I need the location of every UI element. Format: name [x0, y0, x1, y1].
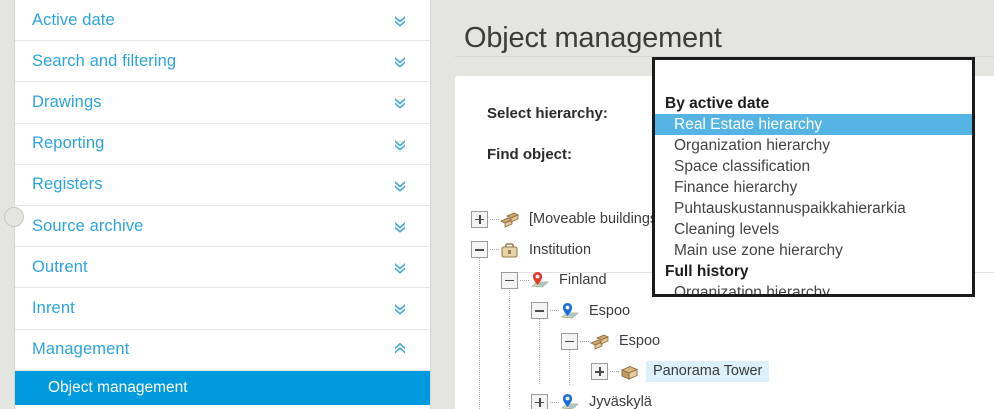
page-title: Object management — [464, 22, 722, 55]
sidebar-navigation: Active date Search and filtering Drawing… — [4, 0, 431, 409]
map-pin-blue-icon — [559, 301, 581, 321]
chevron-double-down-icon[interactable] — [392, 136, 408, 152]
tree-item-label: Institution — [529, 241, 592, 258]
tree-guide-line — [569, 342, 570, 385]
tree-item-label: Espoo — [619, 333, 661, 350]
tree-collapse-icon[interactable] — [531, 302, 548, 320]
find-object-label: Find object: — [487, 146, 572, 163]
sidebar-item-reporting[interactable]: Reporting — [15, 123, 430, 165]
tree-connector — [610, 371, 619, 373]
dropdown-option-cleaning-levels[interactable]: Cleaning levels — [674, 221, 780, 238]
tree-item[interactable]: Espoo — [531, 296, 769, 327]
chevron-double-down-icon[interactable] — [392, 300, 408, 316]
tree-item[interactable]: [Moveable buildings — [471, 204, 769, 235]
tree-expand-icon[interactable] — [591, 363, 608, 381]
sidebar-item-label: Search and filtering — [32, 51, 177, 70]
sidebar-item-management[interactable]: Management — [15, 329, 430, 371]
briefcase-icon — [499, 240, 521, 260]
object-hierarchy-tree: [Moveable buildings Institution — [471, 204, 770, 409]
sidebar-item-label: Inrent — [32, 298, 75, 317]
chevron-double-down-icon[interactable] — [392, 94, 408, 110]
dropdown-option-puhtauskustannuspaikkahierarkia[interactable]: Puhtauskustannuspaikkahierarkia — [674, 200, 906, 217]
sidebar-collapse-handle[interactable] — [4, 207, 24, 227]
tree-item-label: Jyväskylä — [589, 394, 652, 409]
tree-item[interactable]: Espoo — [561, 326, 769, 357]
building-single-icon — [619, 362, 641, 382]
sidebar-item-label: Management — [32, 340, 130, 359]
sidebar-item-inrent[interactable]: Inrent — [15, 288, 430, 330]
tree-connector — [550, 401, 559, 403]
tree-collapse-icon[interactable] — [471, 241, 488, 259]
dropdown-group-header: Full history — [665, 263, 749, 280]
sidebar-item-object-management[interactable]: Object management — [15, 370, 430, 405]
dropdown-option-organization-hierarchy[interactable]: Organization hierarchy — [674, 137, 830, 154]
chevron-double-down-icon[interactable] — [392, 218, 408, 234]
chevron-double-down-icon[interactable] — [392, 53, 408, 69]
chevron-double-up-icon[interactable] — [392, 342, 408, 358]
tree-item-label: [Moveable buildings — [529, 211, 658, 228]
tree-item-label: Espoo — [589, 302, 631, 319]
tree-connector — [490, 249, 499, 251]
tree-expand-icon[interactable] — [531, 393, 548, 409]
chevron-double-down-icon[interactable] — [392, 177, 408, 193]
tree-item[interactable]: Jyväskylä — [531, 387, 769, 409]
title-divider — [455, 56, 994, 57]
chevron-double-down-icon[interactable] — [392, 259, 408, 275]
dropdown-options: By active date Real Estate hierarchy Org… — [655, 60, 972, 297]
tree-expand-icon[interactable] — [471, 210, 488, 228]
tree-connector — [550, 310, 559, 312]
sidebar-item-label: Active date — [32, 10, 115, 29]
tree-collapse-icon[interactable] — [501, 271, 518, 289]
sidebar-item-label: Registers — [32, 175, 103, 194]
tree-guide-line — [509, 280, 510, 409]
sidebar-item-label: Reporting — [32, 134, 105, 153]
chevron-double-down-icon[interactable] — [392, 12, 408, 28]
map-pin-red-icon — [529, 270, 551, 290]
dropdown-option-space-classification[interactable]: Space classification — [674, 158, 811, 175]
buildings-icon — [499, 209, 521, 229]
dropdown-group-header: By active date — [665, 95, 770, 112]
sidebar-item-outrent[interactable]: Outrent — [15, 247, 430, 289]
sidebar-subitem-label: Object management — [48, 378, 188, 396]
dropdown-option-main-use-zone-hierarchy[interactable]: Main use zone hierarchy — [674, 242, 843, 259]
tree-guide-line — [539, 311, 540, 384]
select-hierarchy-label: Select hierarchy: — [487, 105, 608, 122]
tree-item[interactable]: Institution — [471, 235, 769, 266]
sidebar-item-registers[interactable]: Registers — [15, 164, 430, 206]
tree-item-label: Finland — [559, 272, 607, 289]
tree-item[interactable]: Finland — [501, 265, 769, 296]
map-pin-blue-icon — [559, 392, 581, 409]
buildings-icon — [589, 331, 611, 351]
sidebar-item-label: Outrent — [32, 257, 88, 276]
sidebar-item-active-date[interactable]: Active date — [15, 0, 430, 42]
tree-connector — [580, 340, 589, 342]
tree-guide-line — [479, 250, 480, 409]
tree-connector — [490, 218, 499, 220]
tree-item-label: Panorama Tower — [646, 361, 770, 383]
hierarchy-dropdown-list[interactable]: By active date Real Estate hierarchy Org… — [652, 57, 975, 297]
sidebar-item-drawings[interactable]: Drawings — [15, 82, 430, 124]
tree-connector — [520, 279, 529, 281]
tree-item-selected[interactable]: Panorama Tower — [591, 357, 770, 388]
sidebar-item-search-and-filtering[interactable]: Search and filtering — [15, 41, 430, 83]
dropdown-option-real-estate-hierarchy[interactable]: Real Estate hierarchy — [655, 114, 972, 135]
dropdown-option-organization-hierarchy-full-history[interactable]: Organization hierarchy — [674, 284, 830, 297]
tree-collapse-icon[interactable] — [561, 332, 578, 350]
dropdown-option-finance-hierarchy[interactable]: Finance hierarchy — [674, 179, 798, 196]
sidebar-item-label: Drawings — [32, 92, 102, 111]
sidebar-item-source-archive[interactable]: Source archive — [15, 205, 430, 248]
sidebar-item-label: Source archive — [32, 216, 144, 235]
